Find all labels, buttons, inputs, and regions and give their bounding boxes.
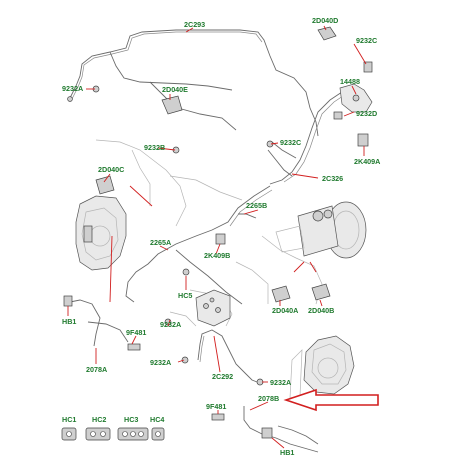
hc-clips-legend: [61, 427, 165, 441]
callout-2078A: 2078A: [86, 365, 107, 374]
callout-9232B: 9232B: [144, 143, 165, 152]
callout-2D040E: 2D040E: [162, 85, 188, 94]
callout-9232A-mid: 9232A: [160, 320, 181, 329]
pipe-2C292: [197, 329, 263, 385]
callout-HC5: HC5: [178, 291, 192, 300]
clip-HC5-part: [182, 268, 190, 276]
callout-HC2: HC2: [92, 415, 106, 424]
callout-2C292: 2C292: [212, 372, 233, 381]
grommet-2D040E: [161, 95, 183, 115]
front-right-caliper-assembly: [289, 335, 355, 399]
hose-bracket-HB1-left: [63, 295, 73, 307]
callout-2D040A: 2D040A: [272, 306, 298, 315]
clip-9232D-part: [333, 111, 343, 120]
pipe-2C293: [67, 29, 319, 137]
brake-booster-master-cylinder: [275, 201, 367, 259]
clip-9232C-part: [363, 61, 373, 73]
callout-2K409B: 2K409B: [204, 251, 230, 260]
callout-2078B: 2078B: [258, 394, 279, 403]
callout-14488: 14488: [340, 77, 360, 86]
callout-2D040B: 2D040B: [308, 306, 334, 315]
callout-2D040D: 2D040D: [312, 16, 338, 25]
front-left-caliper-assembly: [75, 195, 127, 271]
rubber-grommets: [95, 26, 369, 421]
bracket-9F481-bottom: [211, 413, 225, 421]
callout-HB1-left: HB1: [62, 317, 76, 326]
callout-9232C-top: 9232C: [356, 36, 377, 45]
callout-2C293: 2C293: [184, 20, 205, 29]
leader-lines: [67, 25, 367, 449]
callout-2265B: 2265B: [246, 201, 267, 210]
callout-HC1: HC1: [62, 415, 76, 424]
hose-bracket-HB1-bottom: [261, 427, 273, 439]
callout-labels: 2C293 2D040D 9232C 9232A 2D040E 14488 92…: [62, 16, 380, 457]
callout-2C326: 2C326: [322, 174, 343, 183]
hc3-clip: [117, 427, 149, 441]
bracket-2K409A: [357, 133, 369, 147]
grommet-2D040D: [317, 26, 337, 41]
grommet-2D040B: [311, 283, 331, 301]
callout-HC4: HC4: [150, 415, 164, 424]
callout-9232A-low: 9232A: [150, 358, 171, 367]
callout-HC3: HC3: [124, 415, 138, 424]
callout-9232A-right: 9232A: [270, 378, 291, 387]
callout-HB1-bottom: HB1: [280, 448, 294, 457]
pipe-clips: [92, 85, 274, 386]
callout-2265A: 2265A: [150, 238, 171, 247]
hc1-clip: [61, 427, 77, 441]
bracket-2K409B: [215, 233, 226, 245]
hc4-clip: [151, 427, 165, 441]
red-outline-arrow-icon: [283, 388, 379, 412]
pipe-2C326: [267, 91, 347, 185]
callout-9232D: 9232D: [356, 109, 377, 118]
bracket-9F481-left: [127, 343, 141, 351]
pipe-2265: [125, 185, 273, 305]
hc2-clip: [85, 427, 111, 441]
grommet-2D040C: [95, 175, 115, 195]
callout-9F481-bottom: 9F481: [206, 402, 226, 411]
callout-2K409A: 2K409A: [354, 157, 380, 166]
junction-block-14488: [333, 61, 373, 120]
callout-2D040C: 2D040C: [98, 165, 124, 174]
pipe-fitting: [67, 96, 73, 102]
callout-9F481-left: 9F481: [126, 328, 146, 337]
callout-9232A-top-left: 9232A: [62, 84, 83, 93]
callout-9232C-mid: 9232C: [280, 138, 301, 147]
grommet-2D040A: [271, 285, 291, 303]
abs-modulator: [195, 289, 231, 327]
hose-2078A: [63, 295, 129, 347]
